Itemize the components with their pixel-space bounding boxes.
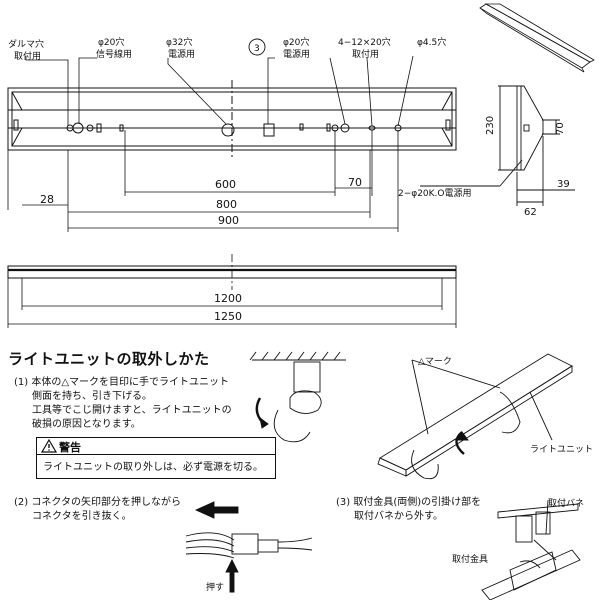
dim-600: 600	[215, 178, 236, 191]
label-signal-wire: 信号線用	[96, 48, 132, 60]
illustration-mounting-bracket	[481, 499, 581, 600]
dim-70-side: 70	[555, 122, 566, 135]
label-power-1: 電源用	[168, 49, 195, 60]
fixture-plan-view	[7, 80, 457, 160]
step3-line2: 取付バネから外す。	[354, 511, 443, 522]
warning-triangle-icon	[41, 439, 57, 453]
step1-line2: 側面を持ち、引き下げる。	[32, 391, 152, 402]
dim-62: 62	[524, 207, 537, 218]
warning-header: 警告	[37, 438, 107, 454]
label-phi32-hole: φ32穴	[166, 36, 192, 48]
label-phi20-hole-a: φ20穴	[98, 36, 124, 48]
label-knockout: 2−φ20K.O電源用	[398, 188, 472, 199]
step3-line1: (3) 取付金具(両側)の引掛け部を	[336, 497, 482, 508]
dim-900: 900	[218, 214, 239, 227]
label-slot-hole: 4−12×20穴	[338, 36, 391, 48]
step2-line1: (2) コネクタの矢印部分を押しながら	[14, 497, 181, 508]
warning-text: ライトユニットの取り外しは、必ず電源を切る。	[43, 462, 263, 473]
label-mounting-bracket: 取付金具	[452, 553, 488, 565]
dim-70-hole-gap: 70	[348, 176, 362, 189]
dim-800: 800	[216, 198, 237, 211]
step1-line3: 工具等でこじ開けますと、ライトユニットの	[32, 405, 232, 416]
illustration-connector	[185, 501, 313, 593]
label-mounting-1: 取付用	[14, 51, 41, 62]
label-light-unit: ライトユニット	[530, 444, 593, 455]
label-power-2: 電源用	[283, 49, 310, 60]
dim-28: 28	[40, 193, 54, 206]
dim-230: 230	[485, 116, 496, 135]
label-phi45-hole: φ4.5穴	[417, 36, 446, 48]
plan-dimension-lines	[7, 130, 399, 232]
step1-line1: (1) 本体の△マークを目印に手でライトユニット	[14, 377, 230, 388]
dim-1200: 1200	[214, 292, 242, 305]
section-title: ライトユニットの取外しかた	[8, 350, 210, 368]
fixture-isometric-thumbnail	[479, 3, 595, 73]
label-triangle-mark: △マーク	[418, 356, 452, 367]
label-daruma-hole: ダルマ穴	[8, 38, 44, 50]
warning-title: 警告	[59, 441, 81, 454]
dim-1250: 1250	[214, 310, 242, 323]
label-push: 押す	[206, 581, 224, 593]
label-mounting-2: 取付用	[352, 49, 379, 60]
dim-39: 39	[557, 179, 570, 190]
callout-circle	[248, 38, 266, 56]
warning-box: 警告 ライトユニットの取り外しは、必ず電源を切る。	[36, 437, 276, 479]
fixture-front-elevation	[7, 254, 457, 328]
callout-number: 3	[254, 44, 260, 54]
step1-line4: 破損の原因となります。	[32, 419, 141, 430]
illustration-light-unit-removal	[377, 353, 573, 480]
leader-lines	[25, 55, 414, 127]
fixture-cross-section	[420, 85, 575, 206]
step2-line2: コネクタを引き抜く。	[32, 511, 132, 522]
label-phi20-hole-b: φ20穴	[283, 36, 309, 48]
label-mounting-spring: 取付バネ	[548, 498, 584, 509]
warning-divider	[37, 454, 275, 455]
illustration-hand-pulling	[249, 351, 346, 443]
